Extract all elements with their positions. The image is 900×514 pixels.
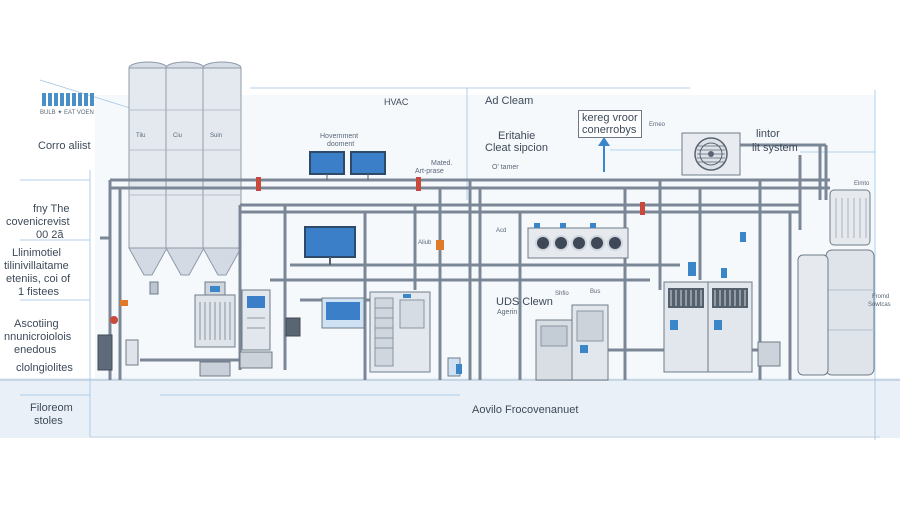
label-alu-tag: Aliub	[418, 240, 432, 246]
label-kereg-1: kereg vroor	[582, 112, 638, 124]
label-lini-1: Llinimotiel	[12, 247, 61, 259]
hvac-unit	[681, 132, 741, 176]
label-bus-tag: Bus	[590, 289, 601, 295]
label-lini-4: 1 fistees	[18, 286, 59, 298]
pipe-network	[100, 143, 830, 380]
label-kerry-tag: Erneo	[649, 122, 666, 128]
label-hovernment-2: dooment	[327, 141, 355, 148]
silo-group	[128, 61, 242, 276]
top-monitors	[309, 151, 386, 180]
silo-tag-2: Ciu	[173, 133, 183, 139]
label-asc-1: Ascotiing	[14, 318, 59, 330]
label-fny-3: 00 2ã	[36, 229, 64, 241]
silo-2	[165, 61, 205, 276]
silo-tag-1: Tilu	[136, 133, 146, 139]
label-lit-system: lit system	[752, 142, 798, 154]
label-fny-2: covenicrevist	[6, 216, 70, 228]
label-fny-1: fny The	[33, 203, 70, 215]
flow-arrow-up	[598, 137, 610, 172]
label-mated: Mated.	[431, 160, 453, 167]
label-asc-2: nnunicroiolois	[4, 331, 72, 343]
control-cabinet-left	[239, 289, 273, 369]
label-cleat-sipcion: Cleat sipcion	[485, 142, 548, 154]
left-instruments	[97, 281, 159, 371]
ahu-units	[663, 262, 781, 373]
label-right-tag: Elmto	[854, 181, 870, 187]
floor-band	[0, 378, 900, 438]
label-acd: Acd	[496, 228, 507, 234]
silo-tag-3: Suin	[210, 133, 223, 139]
mid-monitor	[285, 226, 365, 337]
label-hovernment-1: Hovernment	[320, 133, 359, 140]
label-lini-2: tilinivillaitame	[4, 260, 69, 272]
central-machine	[369, 291, 461, 377]
legend-caption: BULB ✦ EAT VOEN	[40, 110, 94, 116]
label-uds-sub: Agerin	[497, 309, 518, 316]
label-hvac: HVAC	[384, 97, 409, 107]
indicators	[456, 232, 746, 374]
label-kereg-2: conerrobys	[582, 124, 637, 137]
label-fil-2: stoles	[34, 415, 63, 427]
label-core: Corro aliist	[38, 140, 91, 152]
filter-unit	[194, 281, 236, 377]
label-lintor: lintor	[756, 128, 780, 140]
label-uds-clean: UDS Clewn	[496, 296, 553, 308]
label-lini-3: eteniis, coi of	[6, 273, 71, 285]
label-kereg-box: kereg vroor conerrobys	[578, 110, 642, 139]
label-fil-1: Filoreom	[30, 402, 73, 414]
label-clo: clolngiolites	[16, 362, 73, 374]
silo-1	[128, 61, 168, 276]
label-bottom: Aovilo Frocovenanuet	[472, 404, 579, 416]
label-ad-clean: Ad Cleam	[485, 95, 534, 107]
uds-cabinets	[535, 304, 609, 381]
label-art-prase: Art-prase	[415, 168, 444, 175]
label-asc-3: enedous	[14, 344, 57, 356]
label-fromd-2: Sowtcas	[868, 302, 891, 308]
label-o-tamer: O' tamer	[492, 164, 519, 171]
label-eritahie: Eritahie	[498, 130, 536, 142]
dial-panel	[527, 223, 629, 259]
silo-3	[202, 61, 242, 276]
legend-logo	[42, 93, 94, 106]
label-shift-tag: Shfio	[555, 291, 569, 297]
right-tanks	[797, 189, 875, 376]
label-fromd-1: Fromd	[872, 294, 890, 300]
